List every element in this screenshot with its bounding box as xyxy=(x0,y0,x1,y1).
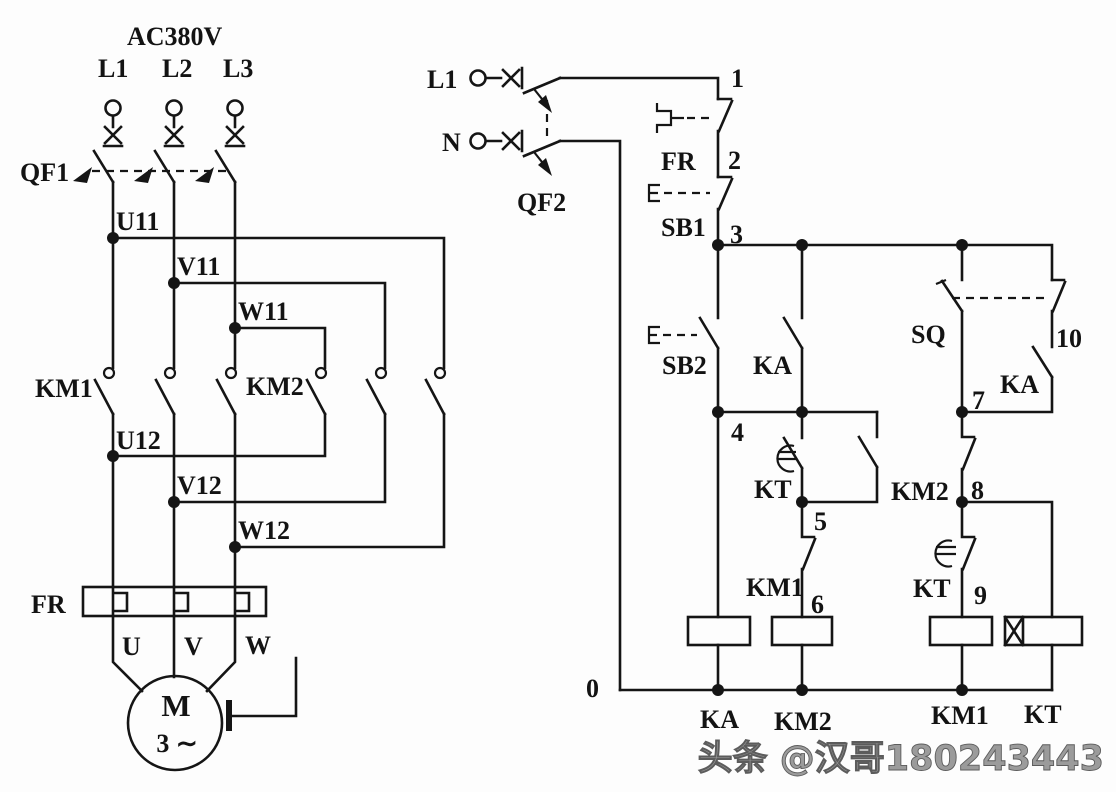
qf2-breaker-symbol xyxy=(469,66,562,176)
terminal-circle-ctl-n xyxy=(469,132,487,150)
watermark-text: 头条 @汉哥180243443 xyxy=(698,739,1104,779)
supply-terminal-symbols xyxy=(102,99,246,148)
wire-neutral xyxy=(558,139,622,692)
node-4-label: 4 xyxy=(731,418,744,447)
km1-main-label: KM1 xyxy=(35,374,93,403)
node-10-label: 10 xyxy=(1056,324,1082,353)
pushbutton-actuator-icon xyxy=(647,183,660,203)
sq-label: SQ xyxy=(911,320,946,349)
km1-main-contacts xyxy=(93,366,238,416)
qf1-arrow-icon xyxy=(134,167,153,183)
holding-contact xyxy=(800,410,879,504)
shaft-bar-icon xyxy=(226,700,232,731)
u11-label: U11 xyxy=(116,207,159,236)
u12-label: U12 xyxy=(116,426,161,455)
phase-l2-label: L2 xyxy=(162,54,192,83)
sb2-contact xyxy=(647,243,720,414)
control-junction-dots xyxy=(712,239,968,696)
terminal-circle-l3 xyxy=(226,99,244,117)
wire-node3-rail xyxy=(716,243,1054,282)
v12-label: V12 xyxy=(177,471,222,500)
phase-l3-label: L3 xyxy=(223,54,253,83)
terminal-circle-l1 xyxy=(104,99,122,117)
node-1-label: 1 xyxy=(731,64,744,93)
motor-w-label: W xyxy=(245,631,271,660)
ctl-n-label: N xyxy=(442,128,461,157)
node-5-label: 5 xyxy=(814,507,827,536)
control-circuit: L1 N QF2 1 FR 2 SB1 3 SB2 KA 4 KT 5 KM1 … xyxy=(427,64,1084,736)
node-8-label: 8 xyxy=(971,476,984,505)
fr-contact xyxy=(655,97,734,179)
ka-right-label: KA xyxy=(1000,370,1039,399)
ka-contact xyxy=(782,243,804,414)
km1-coil-label: KM1 xyxy=(931,701,989,730)
km2-coil xyxy=(770,615,834,647)
power-circuit: AC380V L1 L2 L3 QF1 U11 V11 W11 KM1 KM2 … xyxy=(20,22,447,772)
km2-interlock-label: KM2 xyxy=(891,477,949,506)
qf2-arrow-icon xyxy=(538,158,552,176)
ka-coil-label: KA xyxy=(700,705,739,734)
node-2-label: 2 xyxy=(728,146,741,175)
node-9-label: 9 xyxy=(974,581,987,610)
node-7-label: 7 xyxy=(972,386,985,415)
motor-m-label: M xyxy=(161,688,190,723)
sb1-label: SB1 xyxy=(661,213,706,242)
kt-left-label: KT xyxy=(754,475,792,504)
kt-coil-label: KT xyxy=(1024,700,1062,729)
km1-coil xyxy=(928,615,994,647)
km2-main-contacts xyxy=(111,236,447,549)
qf1-breaker-symbol xyxy=(73,149,237,184)
ka-coil xyxy=(686,615,752,647)
ka-contact-label: KA xyxy=(753,351,792,380)
terminal-circle-ctl-l1 xyxy=(469,69,487,87)
km1-interlock-contact xyxy=(800,500,817,619)
motor-circle xyxy=(126,674,224,772)
v11-label: V11 xyxy=(177,252,220,281)
qf2-label: QF2 xyxy=(517,188,566,217)
power-junction-dots xyxy=(107,232,241,553)
sb2-label: SB2 xyxy=(662,351,707,380)
kt-coil xyxy=(1003,615,1084,647)
node-3-label: 3 xyxy=(730,220,743,249)
ka-contact-right xyxy=(960,345,1054,414)
kt-right-label: KT xyxy=(913,574,951,603)
fr-contact-label: FR xyxy=(661,147,696,176)
kt-delay-contact-right xyxy=(934,500,977,619)
fr-main-label: FR xyxy=(31,590,66,619)
w12-label: W12 xyxy=(238,516,290,545)
km2-main-label: KM2 xyxy=(246,372,304,401)
phase-wires xyxy=(111,180,237,589)
terminal-circle-l2 xyxy=(165,99,183,117)
fr-overload-heaters xyxy=(81,585,268,618)
ctl-l1-label: L1 xyxy=(427,65,457,94)
phase-l1-label: L1 xyxy=(98,54,128,83)
motor xyxy=(111,614,237,772)
supply-voltage-label: AC380V xyxy=(127,22,223,51)
w11-label: W11 xyxy=(238,297,289,326)
km1-interlock-label: KM1 xyxy=(746,573,804,602)
motor-u-label: U xyxy=(122,632,141,661)
time-delay-arc-icon xyxy=(934,539,953,568)
pushbutton-actuator-icon xyxy=(647,325,660,345)
qf1-arrow-icon xyxy=(73,167,92,183)
node-6-label: 6 xyxy=(811,590,824,619)
qf1-label: QF1 xyxy=(20,158,69,187)
motor-v-label: V xyxy=(184,632,203,661)
km2-coil-label: KM2 xyxy=(774,707,832,736)
node-0-label: 0 xyxy=(586,674,599,703)
shaft-linkage xyxy=(226,656,298,731)
qf1-arrow-icon xyxy=(195,167,214,183)
motor-phase-label: 3 ∼ xyxy=(156,729,197,758)
time-delay-arc-icon xyxy=(776,444,795,473)
qf2-arrow-icon xyxy=(538,95,552,113)
wire-kt-coil-feed xyxy=(960,500,1054,619)
wire-line-l1 xyxy=(558,76,720,101)
thermal-actuator-icon xyxy=(655,103,684,133)
